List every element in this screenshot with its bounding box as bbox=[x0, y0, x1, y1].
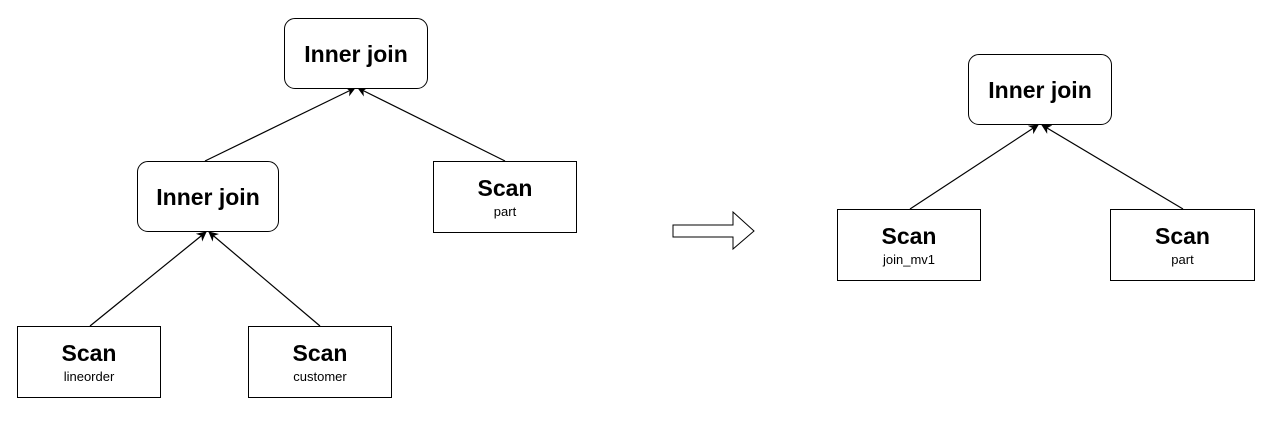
edge-child-join-to-root-join bbox=[204, 87, 356, 162]
edge-scan-part-right-to-root-join bbox=[1041, 124, 1184, 210]
node-table-name: lineorder bbox=[63, 368, 115, 384]
left-scan-part-node: Scan part bbox=[433, 161, 577, 233]
left-root-inner-join-node: Inner join bbox=[284, 18, 428, 89]
node-title: Scan bbox=[61, 339, 117, 366]
edge-scan-part-to-root-join bbox=[357, 87, 506, 162]
right-arrow-icon bbox=[672, 210, 755, 251]
edge-scan-join-mv1-to-root-join bbox=[909, 124, 1039, 210]
node-title: Scan bbox=[477, 174, 533, 201]
right-root-inner-join-node: Inner join bbox=[968, 54, 1112, 125]
edge-scan-customer-to-child-join bbox=[208, 231, 321, 327]
node-title: Inner join bbox=[988, 76, 1092, 103]
left-scan-lineorder-node: Scan lineorder bbox=[17, 326, 161, 398]
node-table-name: customer bbox=[293, 368, 347, 384]
right-scan-part-node: Scan part bbox=[1110, 209, 1255, 281]
node-title: Inner join bbox=[156, 183, 260, 210]
node-title: Scan bbox=[881, 222, 937, 249]
left-scan-customer-node: Scan customer bbox=[248, 326, 392, 398]
right-scan-join-mv1-node: Scan join_mv1 bbox=[837, 209, 981, 281]
node-table-name: join_mv1 bbox=[882, 251, 936, 267]
edge-scan-lineorder-to-child-join bbox=[89, 231, 207, 327]
node-table-name: part bbox=[493, 203, 517, 219]
node-title: Inner join bbox=[304, 40, 408, 67]
left-child-inner-join-node: Inner join bbox=[137, 161, 279, 232]
node-table-name: part bbox=[1171, 251, 1194, 267]
node-title: Scan bbox=[1155, 222, 1210, 249]
node-title: Scan bbox=[292, 339, 348, 366]
